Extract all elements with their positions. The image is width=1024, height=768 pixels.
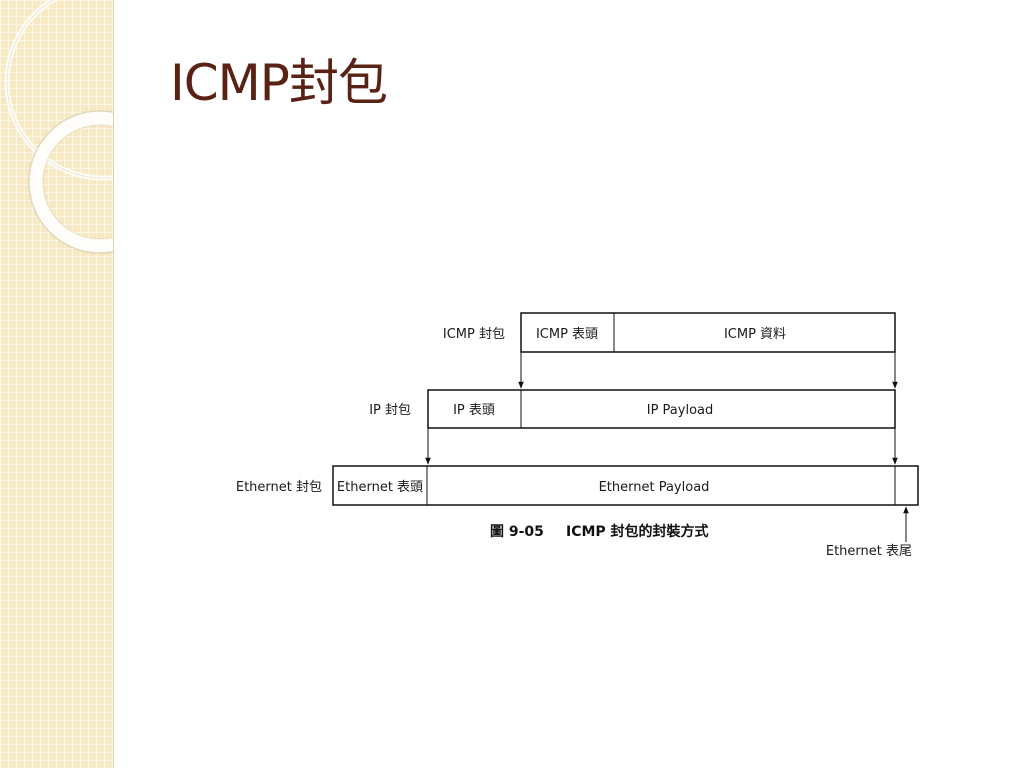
decorative-ring-large bbox=[4, 0, 113, 181]
icmp-data-cell: ICMP 資料 bbox=[724, 327, 786, 342]
ip-packet-outline bbox=[427, 389, 896, 429]
ethernet-frame-outline bbox=[332, 465, 919, 506]
decorative-ring-large-shadow bbox=[6, 0, 113, 179]
decorative-rings bbox=[4, 0, 113, 254]
icmp-header-cell: ICMP 表頭 bbox=[536, 327, 598, 342]
icmp-packet-outline bbox=[520, 312, 896, 353]
decorative-sidebar bbox=[0, 0, 114, 768]
ip-header-cell: IP 表頭 bbox=[453, 403, 495, 418]
ethernet-header-cell: Ethernet 表頭 bbox=[337, 480, 423, 495]
decorative-ring-small-outer bbox=[28, 110, 113, 254]
decorative-ring-small bbox=[29, 111, 113, 253]
ip-packet-box: IP 表頭 IP Payload bbox=[427, 389, 896, 429]
ethernet-row-label: Ethernet 封包 bbox=[236, 480, 322, 495]
decorative-ring-small-inner bbox=[42, 124, 113, 240]
ip-row-label: IP 封包 bbox=[369, 403, 411, 418]
ethernet-trailer-label: Ethernet 表尾 bbox=[826, 544, 912, 559]
figure-caption-number: 圖 9-05 bbox=[490, 523, 544, 540]
figure-caption-text: ICMP 封包的封裝方式 bbox=[566, 523, 709, 540]
page-title: ICMP封包 bbox=[170, 54, 388, 112]
ethernet-frame-box: Ethernet 表頭 Ethernet Payload bbox=[332, 465, 919, 506]
ip-payload-cell: IP Payload bbox=[647, 403, 714, 418]
ethernet-payload-cell: Ethernet Payload bbox=[599, 480, 710, 495]
icmp-packet-box: ICMP 表頭 ICMP 資料 bbox=[520, 312, 896, 353]
icmp-row-label: ICMP 封包 bbox=[443, 327, 505, 342]
